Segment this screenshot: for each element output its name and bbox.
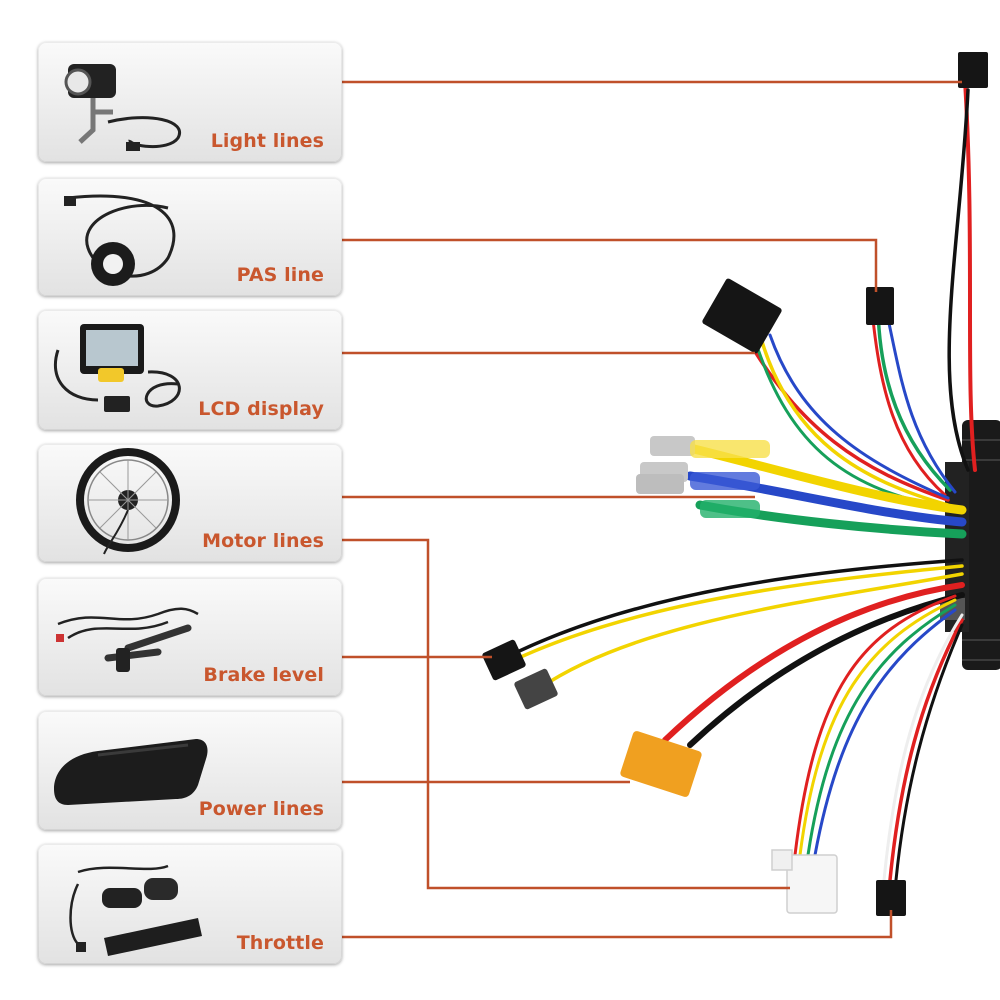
headlight-icon: [64, 64, 182, 151]
component-card-pas: PAS line: [38, 178, 342, 296]
power-xt60-connector: [620, 731, 702, 797]
pas-connector: [866, 287, 894, 325]
throttle-connector: [876, 880, 906, 916]
brake-lever-icon: [56, 607, 199, 672]
throttle-grip-icon: [69, 864, 202, 956]
card-label-throttle: Throttle: [236, 932, 324, 954]
pas-sensor-icon: [64, 194, 176, 286]
card-label-pas: PAS line: [236, 264, 324, 286]
leader-lines: [342, 80, 962, 939]
component-card-lcd: LCD display: [38, 310, 342, 430]
card-label-motor: Motor lines: [202, 530, 324, 552]
leader-hall: [342, 538, 790, 890]
card-label-lcd: LCD display: [198, 398, 324, 420]
leader-throttle: [342, 910, 893, 939]
component-card-light: Light lines: [38, 42, 342, 162]
component-card-throttle: Throttle: [38, 844, 342, 964]
card-label-brake: Brake level: [203, 664, 324, 686]
lcd-display-icon: [53, 324, 181, 412]
component-card-motor: Motor lines: [38, 444, 342, 562]
card-label-light: Light lines: [210, 130, 324, 152]
leader-pas: [342, 238, 878, 292]
component-card-power: Power lines: [38, 711, 342, 830]
controller-box: [940, 420, 1000, 670]
hub-motor-wheel-icon: [76, 448, 180, 555]
brake-connectors: [482, 639, 558, 710]
lcd-connector: [702, 278, 782, 354]
wire-bundle: [503, 78, 977, 882]
motor-phase-bullets: [636, 436, 770, 518]
hall-sensor-connector: [771, 849, 838, 914]
battery-icon: [54, 739, 208, 805]
component-card-brake: Brake level: [38, 578, 342, 696]
light-connector: [958, 52, 988, 88]
card-label-power: Power lines: [198, 798, 324, 820]
